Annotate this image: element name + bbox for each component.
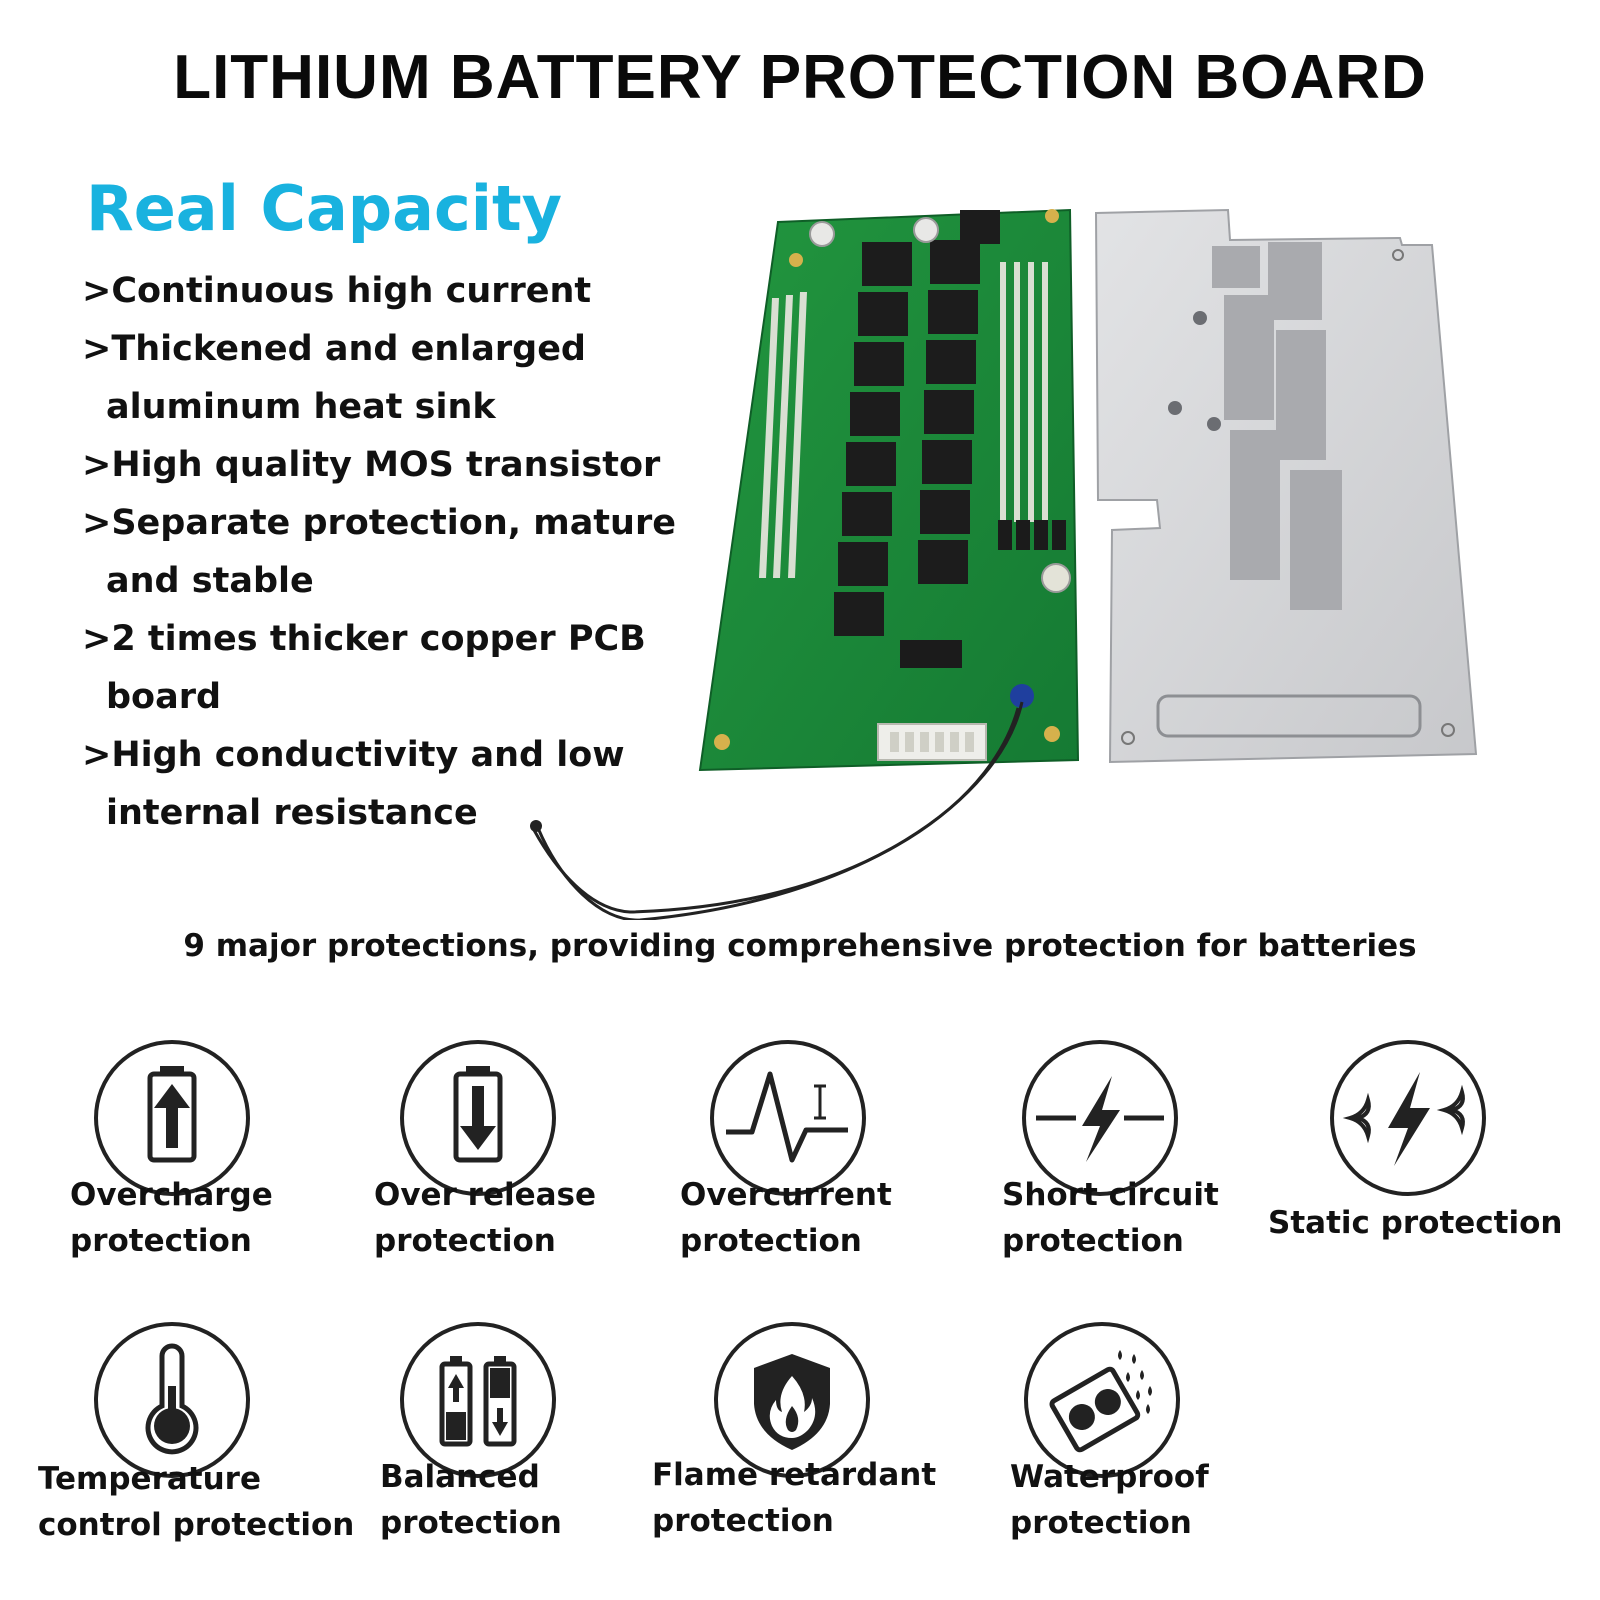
flame-shield-icon bbox=[712, 1320, 872, 1480]
screws bbox=[1168, 311, 1221, 431]
battery-charge-up-icon bbox=[92, 1038, 252, 1198]
mosfet-array bbox=[834, 210, 1000, 636]
balanced-batteries-icon bbox=[398, 1320, 558, 1480]
feature-line: >High quality MOS transistor bbox=[82, 445, 661, 485]
pcb-board bbox=[698, 208, 1080, 772]
thermistor-wire bbox=[532, 701, 1024, 920]
current-waveform-icon bbox=[708, 1038, 868, 1198]
feature-heading: Real Capacity bbox=[86, 172, 563, 245]
feature-line: >Thickened and enlarged bbox=[82, 329, 586, 369]
feature-list: >Continuous high current >Thickened and … bbox=[82, 262, 682, 842]
product-photo bbox=[530, 208, 1478, 920]
lightning-bolt-line-icon bbox=[1020, 1038, 1180, 1198]
protections-subtitle: 9 major protections, providing comprehen… bbox=[183, 928, 1417, 964]
feature-line: internal resistance bbox=[106, 793, 478, 833]
feature-line: board bbox=[106, 677, 222, 717]
thermometer-icon bbox=[92, 1320, 252, 1480]
battery-discharge-down-icon bbox=[398, 1038, 558, 1198]
feature-line: and stable bbox=[106, 561, 314, 601]
feature-line: >High conductivity and low bbox=[82, 735, 625, 775]
feature-line: aluminum heat sink bbox=[106, 387, 496, 427]
spark-bolt-icon bbox=[1328, 1038, 1488, 1198]
protection-label: Static protection bbox=[1268, 1205, 1563, 1241]
heatsink-plate bbox=[1094, 208, 1478, 764]
page-title: LITHIUM BATTERY PROTECTION BOARD bbox=[173, 43, 1427, 112]
feature-line: >Separate protection, mature bbox=[82, 503, 676, 543]
feature-line: >2 times thicker copper PCB bbox=[82, 619, 646, 659]
feature-line: >Continuous high current bbox=[82, 271, 592, 311]
water-drops-icon bbox=[1022, 1320, 1182, 1480]
